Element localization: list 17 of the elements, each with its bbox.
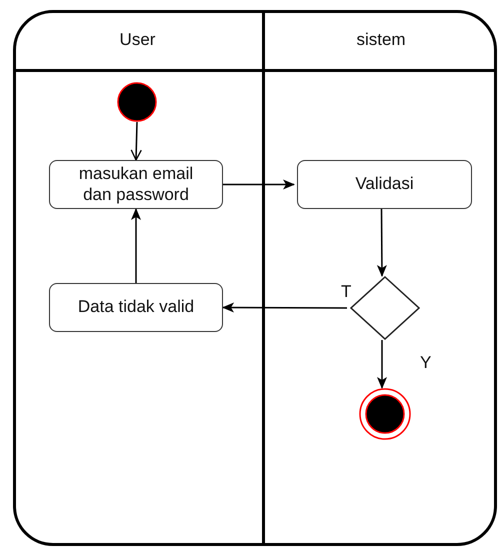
action-box: masukan email dan password xyxy=(49,160,223,209)
action-box: Validasi xyxy=(297,160,472,209)
action-box: Data tidak valid xyxy=(49,283,223,332)
swimlane xyxy=(262,13,494,543)
decision-diamond xyxy=(350,276,420,340)
arrow xyxy=(222,302,347,313)
lane-title: sistem xyxy=(356,30,406,50)
edge-label: Y xyxy=(418,354,434,371)
lane-title: User xyxy=(120,30,156,50)
initial-node xyxy=(117,82,157,122)
arrow xyxy=(130,122,142,161)
final-node xyxy=(359,388,411,440)
arrow xyxy=(376,209,387,277)
edge-label: T xyxy=(339,283,354,300)
arrow xyxy=(377,340,387,389)
arrow xyxy=(131,208,141,283)
arrow xyxy=(223,180,295,190)
